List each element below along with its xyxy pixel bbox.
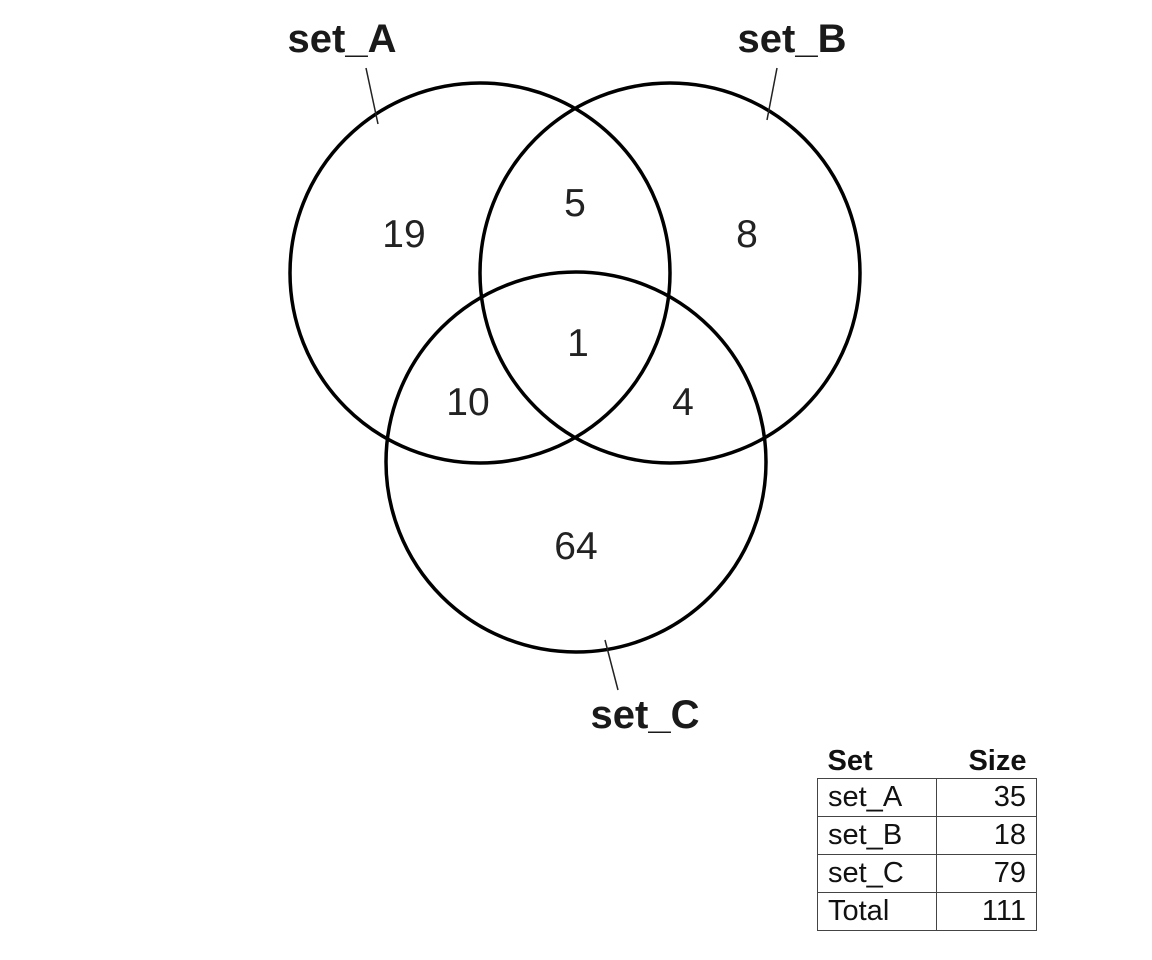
set-c-leader	[604, 639, 619, 691]
set-b-label: set_B	[738, 17, 847, 61]
header-size: Size	[968, 745, 1027, 777]
table-row: set_A 35	[817, 778, 1037, 817]
set-a-label: set_A	[288, 17, 397, 61]
region-only-a-count: 19	[382, 213, 425, 256]
row-set-size: 35	[936, 778, 1037, 817]
region-a-b-count: 5	[564, 182, 586, 225]
set-size-table: Set Size set_A 35 set_B 18 set_C 79 Tota…	[817, 740, 1037, 931]
region-only-c-count: 64	[554, 525, 597, 568]
row-total-label: Total	[817, 892, 937, 931]
table-row: set_B 18	[817, 816, 1037, 855]
region-b-c-count: 4	[672, 381, 694, 424]
row-set-size: 18	[936, 816, 1037, 855]
region-a-b-c-count: 1	[567, 322, 589, 365]
row-total-size: 111	[936, 892, 1037, 931]
row-set-size: 79	[936, 854, 1037, 893]
set-c-label: set_C	[591, 693, 700, 737]
region-a-c-count: 10	[446, 381, 489, 424]
set-c-circle	[384, 270, 768, 654]
table-header-row: Set Size	[818, 740, 1037, 779]
set-b-circle	[478, 81, 862, 465]
row-set-name: set_A	[817, 778, 937, 817]
row-set-name: set_C	[817, 854, 937, 893]
header-set: Set	[827, 745, 873, 777]
set-b-leader	[766, 67, 778, 121]
row-set-name: set_B	[817, 816, 937, 855]
set-a-leader	[365, 67, 379, 125]
set-a-circle	[288, 81, 672, 465]
table-row: set_C 79	[817, 854, 1037, 893]
region-only-b-count: 8	[736, 213, 758, 256]
table-row-total: Total 111	[817, 892, 1037, 931]
